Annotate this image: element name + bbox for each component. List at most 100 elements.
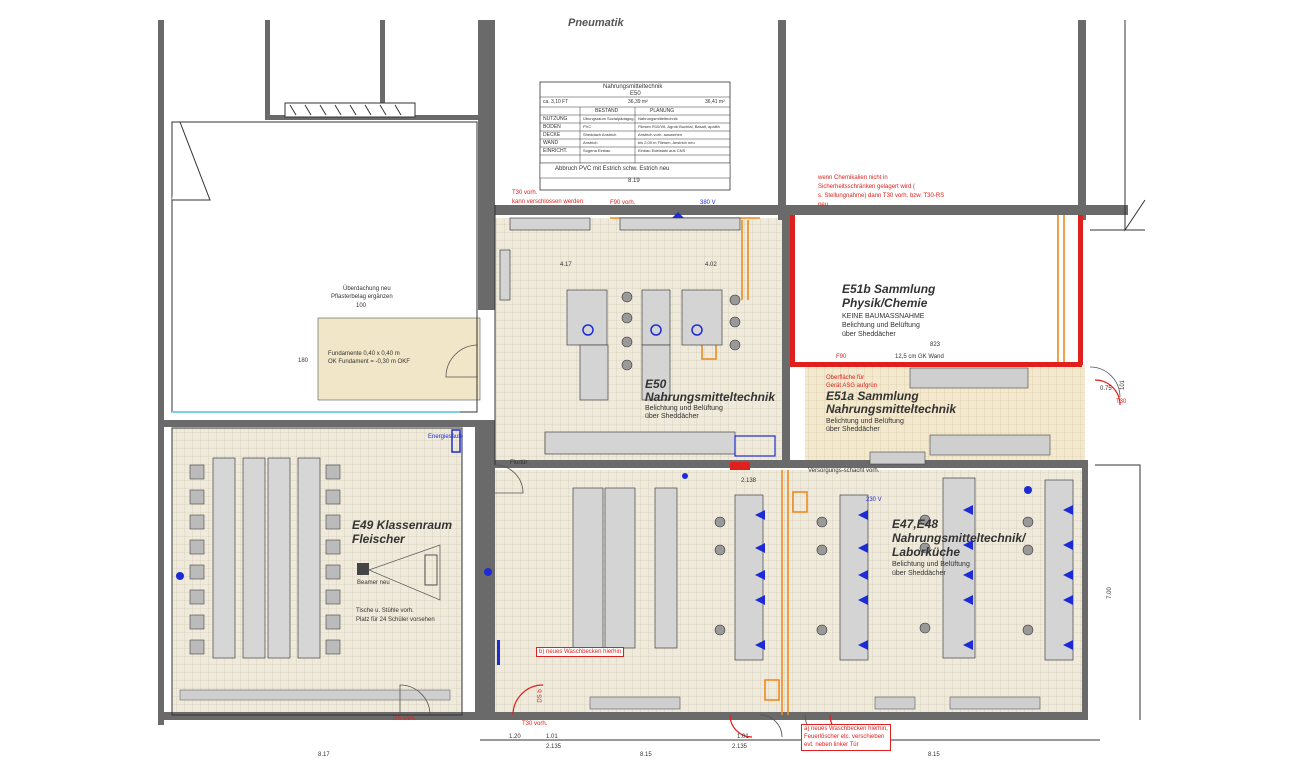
dim-817: 8.17: [318, 752, 330, 758]
info-table-area-mid: 36,39 m²: [628, 99, 648, 105]
note-surface2: Gerät ASG aufgrün: [826, 383, 878, 389]
dim-101b: 1.01: [737, 734, 749, 740]
note-chem-3: s. Stellungnahme) dann T30 vorh. bzw. T3…: [818, 193, 945, 199]
walls: [158, 20, 1128, 725]
info-row-planned: Fliesen R10/V6, Agrob Buchtal, Basalt, a…: [638, 124, 720, 129]
room-e50-title2: Nahrungsmitteltechnik: [645, 390, 776, 404]
note-chem-2: Sicherheitsschränken gelagert wird (: [818, 184, 916, 190]
note-ds-vorh: DS vorh.: [393, 716, 417, 722]
note-bottom-line1: a) neues Waschbecken hierhin,: [804, 726, 888, 732]
dim-101a: 1.01: [546, 734, 558, 740]
room-e47-title3: Laborküche: [892, 545, 961, 559]
note-desks: Tische u. Stühle vorh.: [356, 608, 414, 614]
note-f90-top: F90 vorh.: [610, 200, 636, 206]
red-doors: [512, 379, 1121, 738]
info-row-existing: Sogena Einbau: [583, 148, 611, 153]
room-e49-title1: E49 Klassenraum: [352, 518, 453, 532]
info-table-col-planned: PLANUNG: [650, 108, 675, 114]
info-table-area-left: ca. 3,10 FT: [543, 99, 569, 105]
room-e51b-title1: E51b Sammlung: [842, 282, 936, 296]
info-table-col-existing: BESTAND: [595, 108, 619, 114]
blue-markers: [176, 212, 1073, 665]
e49-bottom-row: [179, 689, 451, 701]
screen: [424, 554, 438, 586]
note-bottom-line2: Feuerlöscher etc. verschieben: [804, 733, 885, 740]
room-e47-title2: Nahrungsmitteltechnik/: [892, 531, 1026, 545]
info-table-room: E50: [630, 91, 641, 97]
room-e50-sub2: über Sheddächer: [645, 413, 699, 420]
info-row-label: DECKE: [543, 132, 561, 138]
info-row-planned: bis 2,00 m Fliesen, Anstrich neu: [638, 140, 695, 145]
note-roof-bottom: Pflasterbelag ergänzen: [331, 294, 393, 300]
projector-icon: [357, 563, 369, 575]
note-bottom-line3: evt. neben linker Tür: [804, 741, 859, 748]
note-projector: Beamer neu: [357, 580, 390, 586]
room-e47-title1: E47,E48: [892, 517, 939, 531]
note-f90-mid: F90: [836, 354, 847, 360]
fire-walls: [730, 215, 1083, 470]
dim-823: 823: [930, 342, 941, 348]
info-table-area-right: 36,41 m²: [705, 99, 725, 105]
info-row-planned: Einbau Edelstahl aus CNS: [638, 148, 686, 153]
note-t30-1: T30 vorh.: [512, 190, 538, 196]
note-surface: Oberfläche für: [826, 375, 865, 381]
dim-100: 100: [356, 303, 367, 309]
info-row-label: BODEN: [543, 124, 561, 130]
info-row-label: WAND: [543, 140, 559, 146]
dim-180: 180: [298, 358, 309, 364]
info-table: [539, 81, 731, 191]
note-energy: Energiesäule: [428, 434, 464, 440]
dim-700: 7.00: [1106, 587, 1113, 599]
projection-cone: [368, 544, 441, 601]
note-chem-4: neu: [818, 202, 829, 208]
room-e51b-sub3: über Sheddächer: [842, 331, 896, 338]
info-row-existing: Sheddach Anstrich: [583, 132, 617, 137]
room-e50-sub1: Belichtung und Belüftung: [645, 405, 723, 412]
e47-tables: [572, 477, 1074, 661]
room-e51a-title1: E51a Sammlung: [826, 389, 919, 403]
e47-stools: [714, 514, 1034, 636]
e50-stools: [621, 291, 741, 371]
dim-815b: 8.15: [928, 752, 940, 758]
e49-chairs: [189, 464, 341, 655]
e50-tables: [499, 217, 741, 455]
note-wall-12: 12,5 cm GK Wand: [895, 354, 944, 360]
note-versorg: Versorgungs-schacht vorh.: [808, 468, 880, 474]
e51a-cabinets: [869, 367, 1051, 465]
dim-2135b: 2.135: [732, 744, 748, 750]
room-e47-sub1: Belichtung und Belüftung: [892, 561, 970, 568]
room-e50-title1: E50: [645, 377, 667, 391]
info-row-existing: PVC: [583, 124, 592, 129]
e49-desks: [212, 457, 321, 659]
info-row-planned: Anstrich vorh. auswerten: [638, 132, 683, 137]
note-foundation2: OK Fundament = -0,30 m OKF: [328, 359, 410, 365]
info-row-existing: Übungsraum Sozialpädagog.: [583, 116, 635, 121]
roof-new-area: [317, 317, 481, 401]
room-e51b-sub2: Belichtung und Belüftung: [842, 322, 920, 329]
room-e51b-title2: Physik/Chemie: [842, 296, 928, 310]
dim-815a: 8.15: [640, 752, 652, 758]
dim-417: 4.17: [560, 262, 572, 268]
label-380v: 380 V: [700, 200, 716, 206]
info-row-existing: Anstrich: [583, 140, 598, 145]
room-e47-sub2: über Sheddächer: [892, 570, 946, 577]
note-chem-1: wenn Chemikalien nicht in: [818, 175, 888, 181]
skylights: [172, 102, 416, 201]
dim-075: 0.75: [1100, 386, 1112, 392]
header-title: Pneumatik: [568, 17, 624, 29]
room-e51b-sub1: KEINE BAUMASSNAHME: [842, 313, 925, 320]
e50-sinks: [582, 324, 703, 336]
label-230v: 230 V: [866, 497, 882, 503]
note-t30-right: T30: [1116, 399, 1127, 405]
note-t30-left: T30 vorh.: [522, 721, 548, 727]
e47-bottom-counters: [589, 696, 1041, 710]
note-sink-new: b) neues Waschbecken hierhin: [536, 647, 625, 657]
dim-2135a: 2.135: [546, 744, 562, 750]
note-desks2: Platz für 24 Schüler vorsehen: [356, 617, 435, 623]
info-row-label: EINRICHT.: [543, 148, 568, 154]
note-ds-b: DS b: [537, 689, 544, 703]
info-row-planned: Nahrungsmitteltechnik: [638, 116, 678, 121]
dim-2138: 2.138: [741, 478, 757, 484]
dim-402: 4.02: [705, 262, 717, 268]
